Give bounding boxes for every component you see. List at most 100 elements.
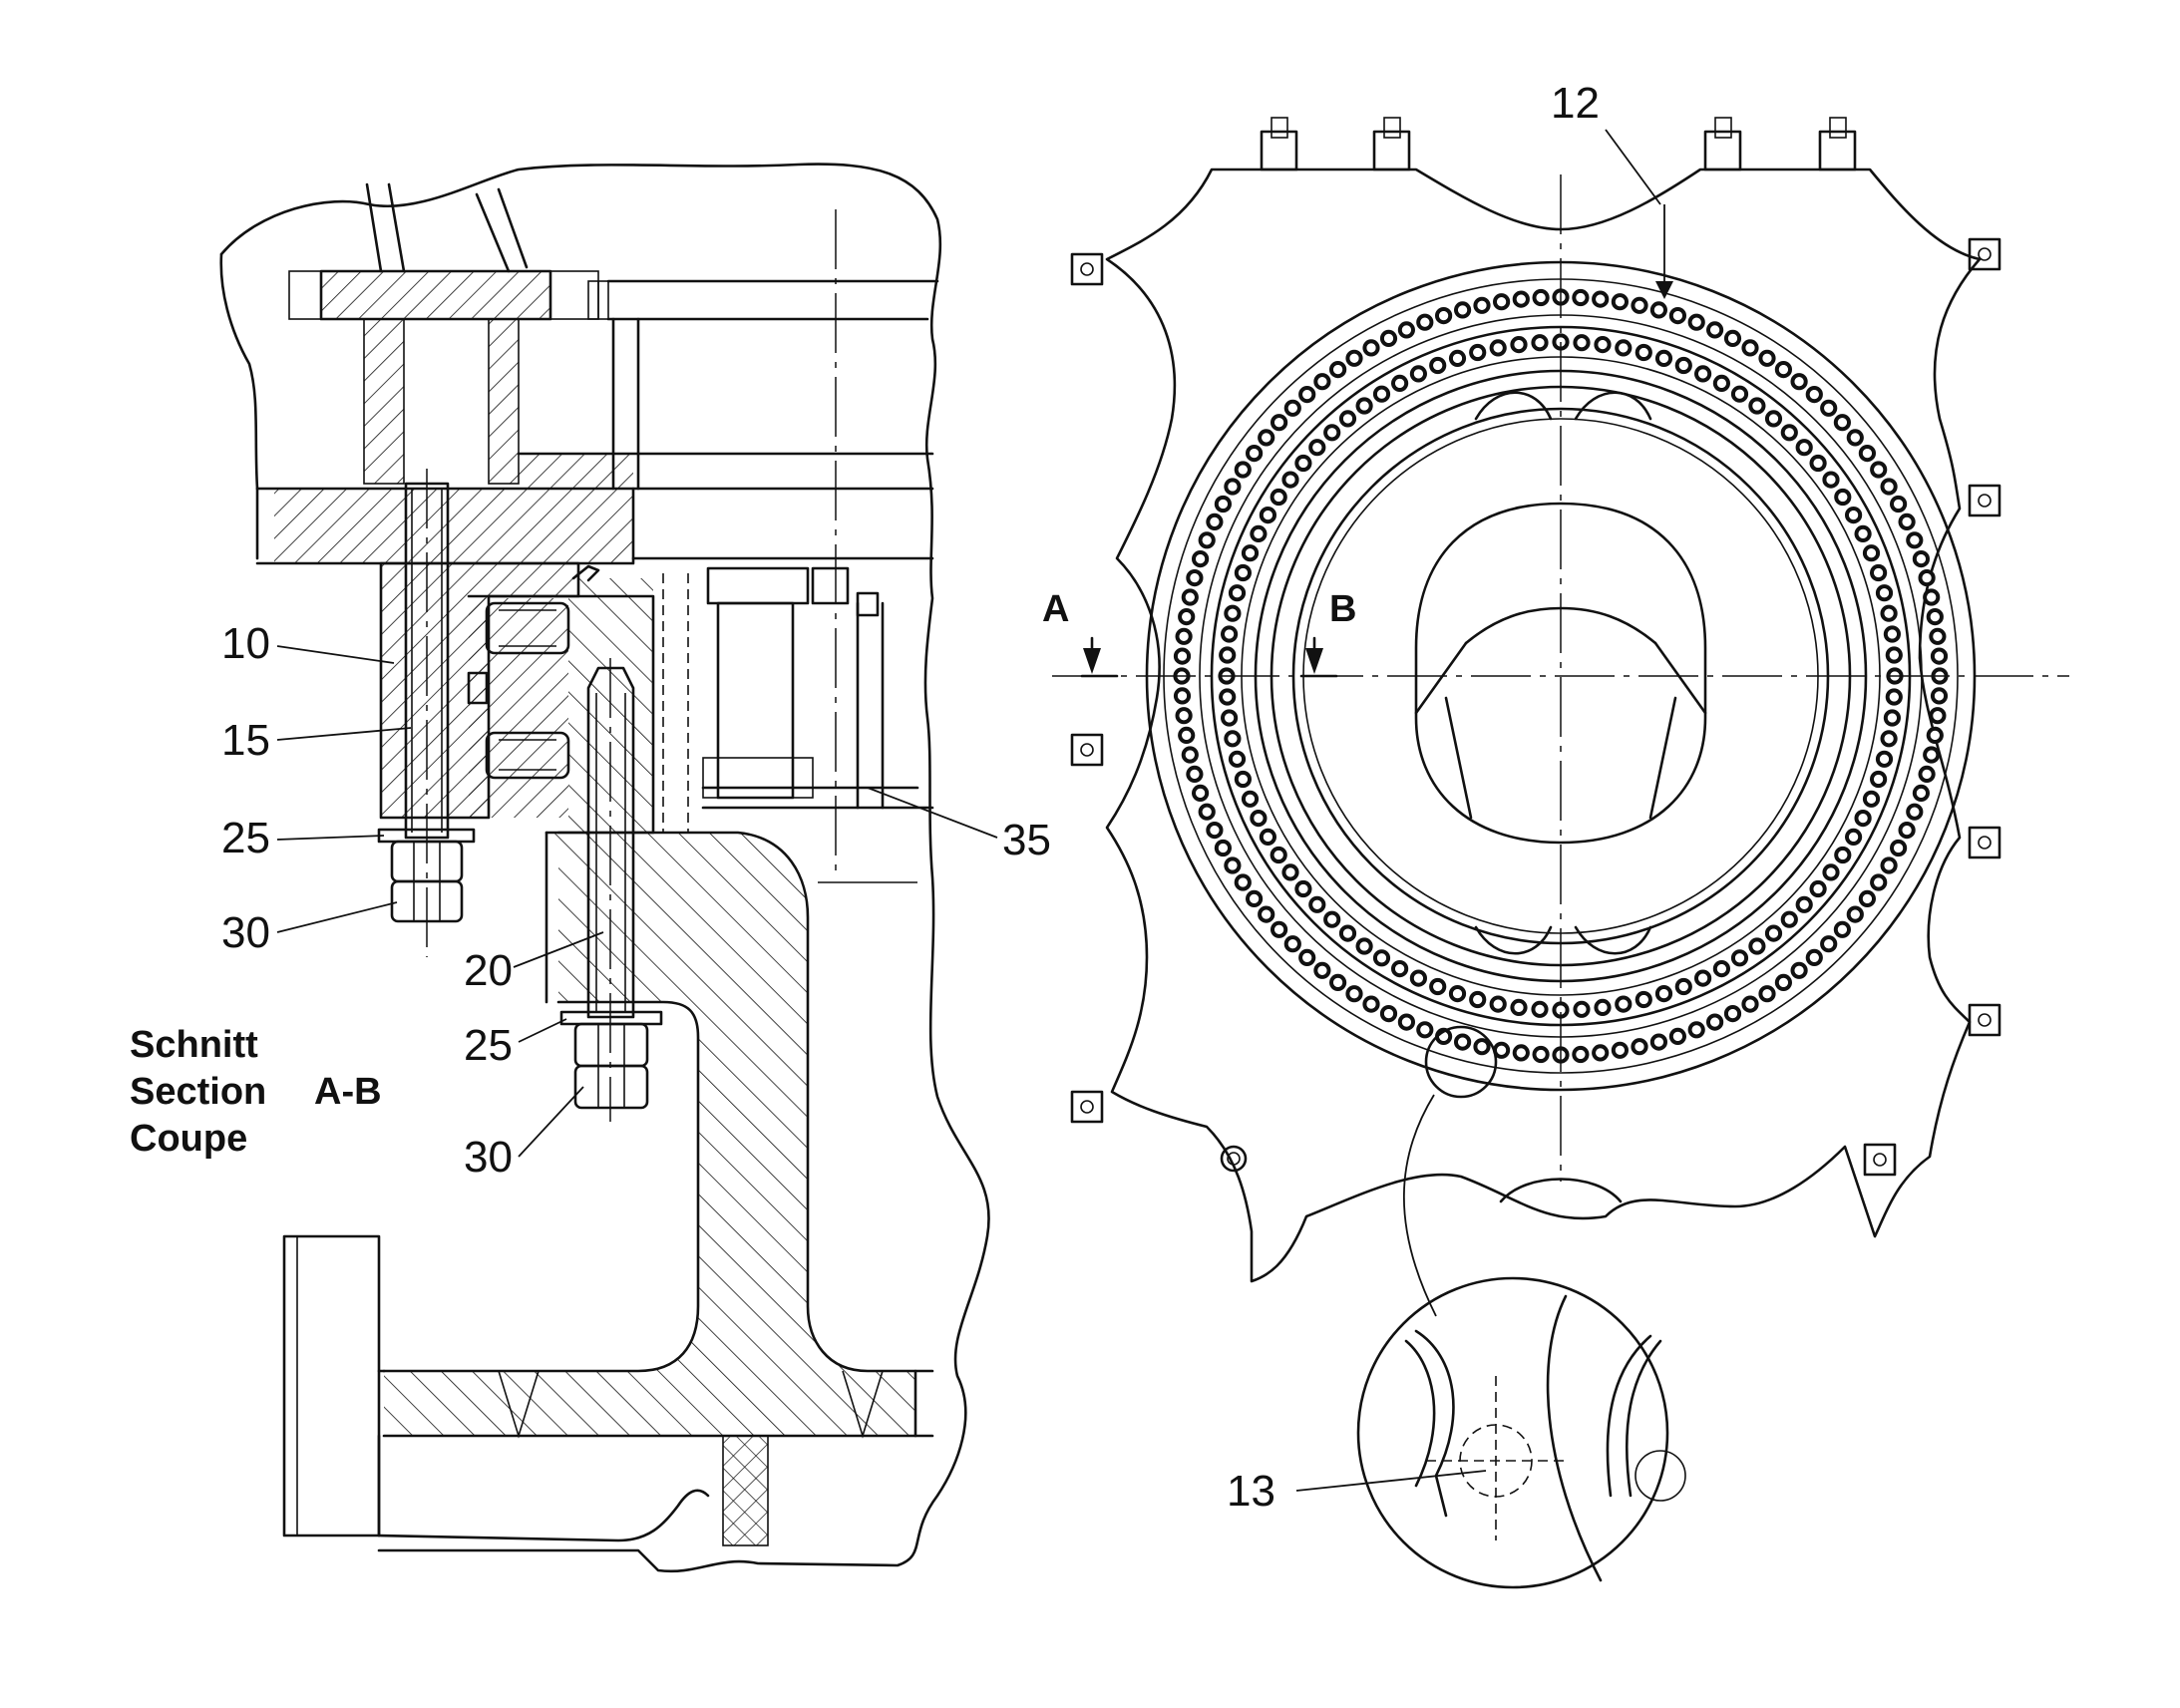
bolt-hole [1730,949,1749,967]
bolt-hole [1283,399,1301,417]
bolt-hole [1512,290,1530,308]
bolt-hole [1822,863,1840,881]
leader-13 [1295,1470,1487,1492]
bolt-hole [1429,977,1447,996]
bolt-hole [1635,343,1652,362]
bolt-hole [1880,604,1898,622]
bolt-hole [1234,461,1252,479]
bolt-hole [1175,627,1193,645]
bolt-hole [1885,688,1903,706]
bolt-hole [1649,1033,1668,1051]
bolt-hole [1448,984,1467,1003]
side-clamps [1070,237,2001,1177]
bolt-hole [1206,512,1224,531]
plan-view [1052,117,2069,1589]
bolt-hole [1923,746,1941,764]
bolt-hole [1780,424,1798,442]
bolt-hole [1758,985,1776,1003]
bolt-hole [1870,461,1888,479]
bolt-hole [1846,905,1864,923]
bolt-hole [1281,863,1299,881]
bolt-hole [1283,935,1301,953]
bolt-hole [1929,707,1947,725]
bolt-hole [1191,784,1210,803]
bolt-hole [1674,977,1692,996]
bolt-hole [1453,1033,1472,1051]
bolt-hole [1918,765,1936,784]
bolt-hole [1795,439,1813,457]
bolt-hole [1741,339,1759,357]
bolt-hole [1181,746,1199,764]
bolt-hole [1245,445,1264,463]
bolt-hole [1615,339,1633,357]
bolt-hole [1531,1000,1549,1018]
bolt-hole [1328,973,1347,992]
bolt-hole [1858,889,1877,908]
label-part-30-left: 30 [221,908,270,957]
bolt-hole [1758,349,1776,367]
bolt-hole [1649,301,1668,319]
bolt-hole [1615,995,1633,1013]
leader-35 [867,787,998,839]
bolt-hole [1834,488,1852,507]
detail-marker-circle [1424,1025,1498,1099]
bolt-hole [1473,1038,1491,1056]
bolt-hole [1416,313,1434,331]
bolt-hole [1270,414,1288,432]
bolt-hole [1880,856,1898,874]
bolt-hole [1930,647,1949,665]
bolt-hole [1397,321,1416,339]
bolt-hole [1379,329,1398,347]
bolt-hole [1809,454,1827,473]
bolt-hole [1635,990,1652,1009]
leader-10 [276,645,395,664]
bolt-hole [1409,365,1428,383]
label-part-35: 35 [1002,816,1051,864]
bolt-hole [1448,349,1467,367]
bolt-hole [1259,506,1277,524]
bolt-hole [1429,356,1447,375]
detail-view [1356,1276,1686,1589]
bolt-hole [1298,948,1316,967]
bolt-hole [1748,937,1766,955]
bolt-hole [1844,506,1863,524]
bolt-hole [1178,726,1196,745]
bolt-hole [1345,985,1363,1003]
section-title-id: A-B [314,1071,382,1113]
bolt-hole [1930,687,1949,705]
bolt-hole [1883,625,1902,643]
bolt-hole [1355,397,1373,415]
bolt-hole [1294,454,1312,473]
bolt-hole [1774,361,1793,379]
bolt-hole [1473,296,1491,314]
bolt-hole [1270,846,1287,864]
section-marker-b: B [1329,588,1356,630]
section-title-line3: Coupe [130,1118,247,1160]
bolt-hole [1854,809,1872,828]
bolt-hole [1889,495,1908,513]
bolt-hole [1397,1013,1416,1031]
bolt-hole [1259,828,1277,847]
bolt-hole [1693,365,1712,383]
bolt-hole [1611,293,1630,311]
bolt-hole [1631,1038,1648,1056]
bolt-hole [1234,770,1253,789]
bolt-hole [1858,445,1877,463]
bolt-hole [1219,646,1237,664]
bolt-hole [1258,429,1275,447]
bolt-hole [1875,750,1894,768]
bolt-hole [1693,969,1712,987]
bolt-hole [1489,995,1507,1013]
bolt-hole [1178,607,1196,626]
leader-30-mid [518,1086,584,1158]
bolt-hole [1308,895,1326,913]
bolt-hole [1885,646,1903,664]
bolt-hole [1611,1041,1630,1059]
bolt-hole [1355,937,1373,955]
bolt-hole [1926,607,1944,626]
bolt-hole [1434,307,1453,325]
bolt-hole [1328,361,1347,379]
bolt-hole [1409,969,1428,987]
bolt-hole [1469,343,1487,362]
